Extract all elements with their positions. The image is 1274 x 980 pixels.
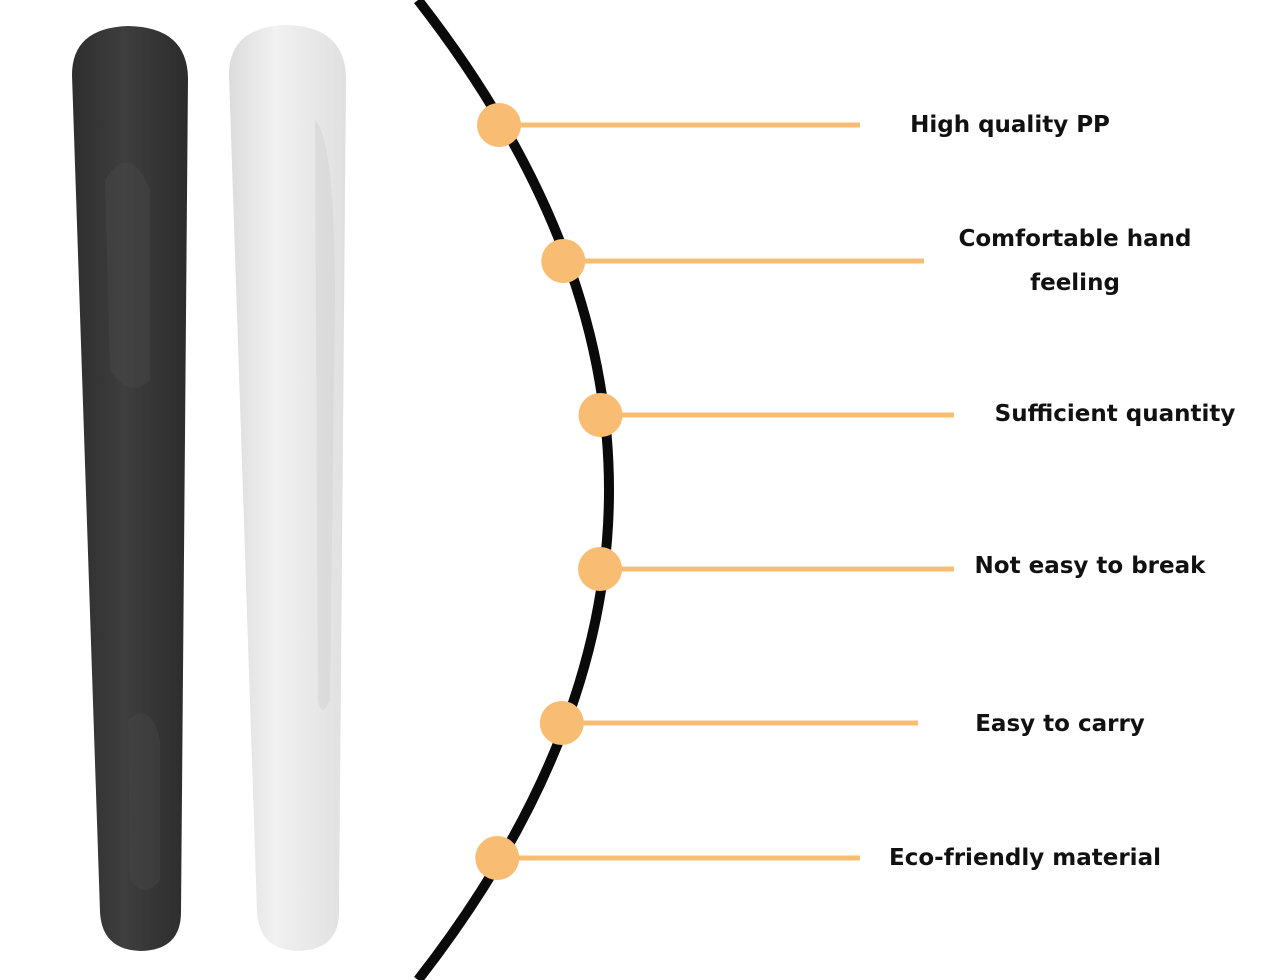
bullet-dot-icon xyxy=(578,547,623,591)
bullet-dot-icon xyxy=(578,393,623,437)
white-spatula-shade xyxy=(315,120,335,710)
black-spatula-lower-highlight xyxy=(128,713,160,890)
feature-label: Not easy to break xyxy=(974,553,1206,579)
feature-label: Sufficient quantity xyxy=(994,401,1236,427)
feature-arc xyxy=(414,0,614,980)
bullet-dot-icon xyxy=(475,836,520,880)
bullet-dot-icon xyxy=(539,701,584,745)
black-spatula xyxy=(72,26,188,951)
bullet-dot-icon xyxy=(541,239,586,283)
bullet-dot-icon xyxy=(477,103,522,147)
feature-label: Easy to carry xyxy=(975,711,1145,737)
feature-label: High quality PP xyxy=(910,112,1110,138)
feature-connectors xyxy=(475,103,954,880)
feature-label: Eco-friendly material xyxy=(889,845,1161,871)
black-spatula-highlight xyxy=(105,162,150,388)
feature-label: Comfortable hand feeling xyxy=(958,226,1192,296)
